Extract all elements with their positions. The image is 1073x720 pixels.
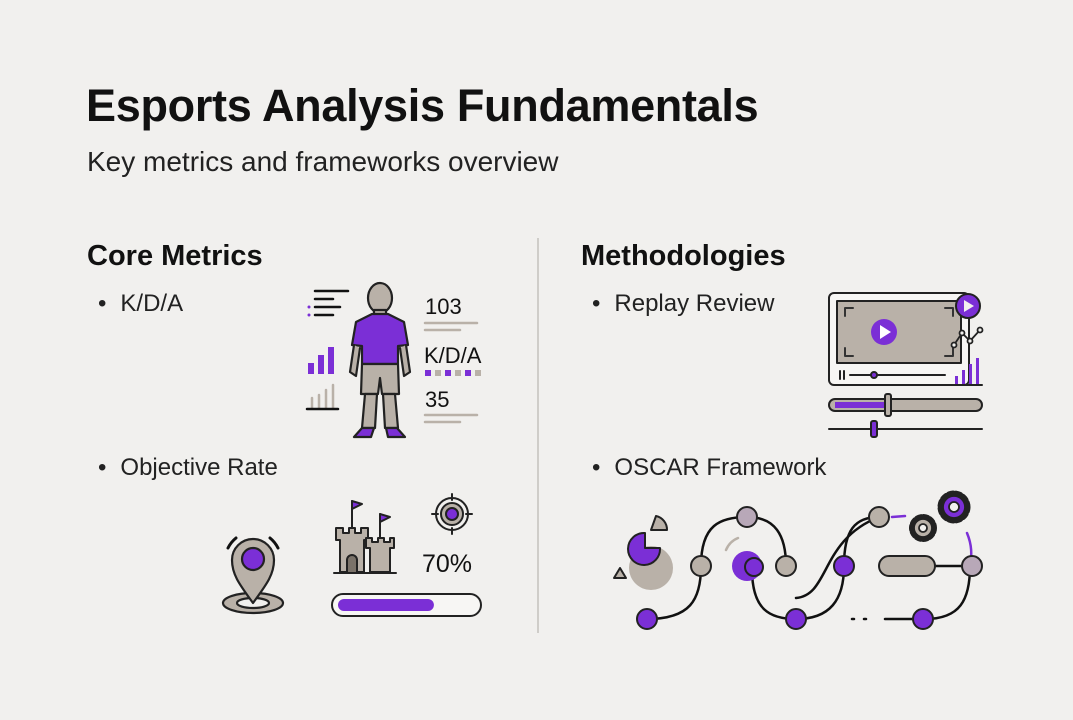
core-metrics-heading: Core Metrics — [87, 240, 263, 272]
castle-towers-icon — [333, 500, 397, 574]
oscar-flow-diagram — [645, 514, 973, 621]
target-icon — [431, 493, 473, 535]
methodologies-heading: Methodologies — [581, 240, 786, 272]
bullet-objective-rate: Objective Rate — [98, 454, 277, 482]
trend-line-icon — [950, 326, 984, 349]
bullet-kda: K/D/A — [98, 290, 183, 318]
page-subtitle: Key metrics and frameworks overview — [87, 146, 559, 177]
replay-bar-chart-icon — [951, 358, 983, 386]
timeline-scrubber[interactable] — [828, 393, 983, 438]
kda-squares — [425, 370, 481, 376]
text-lines-decoration — [423, 321, 479, 424]
player-figure-icon — [348, 281, 412, 439]
video-player-icon — [828, 292, 970, 386]
bar-chart-icon-purple — [308, 347, 334, 374]
gear-icon — [909, 514, 937, 542]
bar-chart-icon-gray — [305, 383, 340, 411]
column-divider — [537, 238, 539, 633]
objective-rate-value: 70% — [422, 550, 472, 578]
list-icon — [307, 289, 350, 317]
map-pin-icon — [221, 536, 285, 615]
kda-label: K/D/A — [424, 343, 482, 368]
pie-chart-icon — [613, 515, 673, 590]
gear-icon-purple — [937, 490, 971, 524]
kills-value: 103 — [425, 294, 462, 319]
assists-value: 35 — [425, 387, 449, 412]
bullet-replay-review: Replay Review — [592, 290, 774, 318]
bullet-oscar-framework: OSCAR Framework — [592, 454, 826, 482]
page-title: Esports Analysis Fundamentals — [86, 80, 759, 131]
objective-progress-bar — [331, 593, 482, 617]
play-button-icon[interactable] — [955, 293, 981, 319]
flow-nodes — [636, 506, 983, 630]
